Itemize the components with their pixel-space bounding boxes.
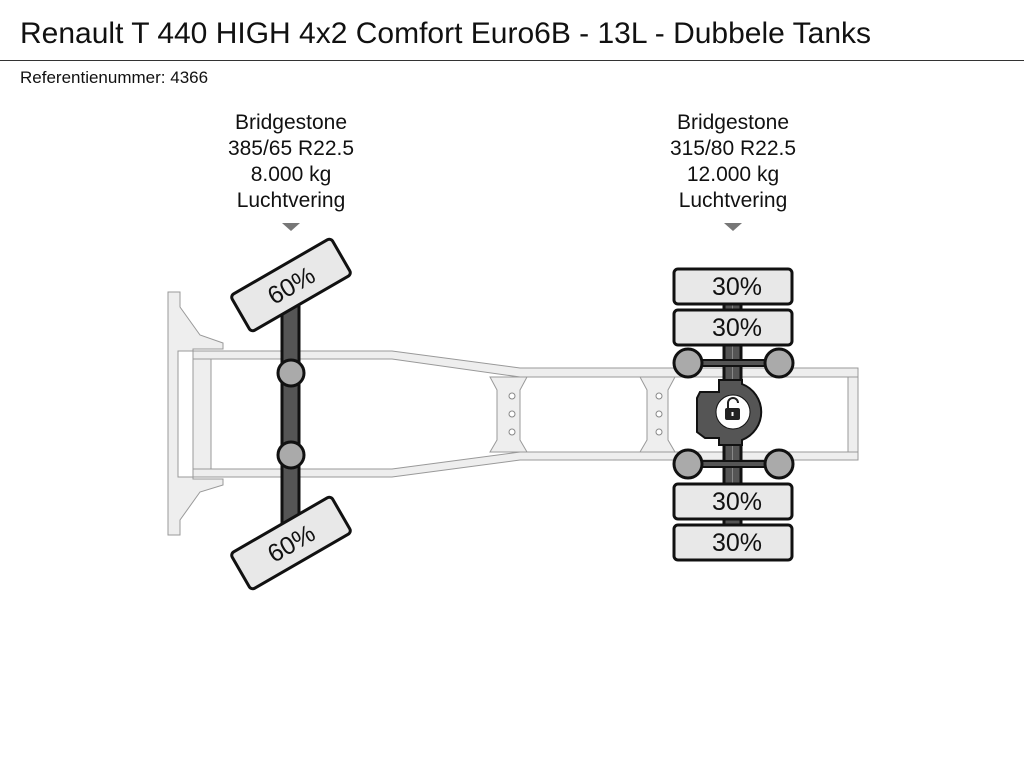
- rear-axle: 30% 30% 30% 30%: [672, 267, 795, 562]
- crossmember-1: [489, 376, 528, 453]
- title-divider: [0, 60, 1024, 61]
- rear-axle-brand: Bridgestone: [677, 111, 789, 134]
- rear-suspension-mount: [672, 347, 704, 379]
- front-axle-tire-size: 385/65 R22.5: [228, 137, 354, 160]
- differential-unlocked-icon: [715, 394, 751, 430]
- front-suspension-mount: [276, 440, 306, 470]
- front-axle-info: Bridgestone 385/65 R22.5 8.000 kg Luchtv…: [228, 111, 354, 231]
- rear-suspension-mount: [672, 448, 704, 480]
- reference-value: 4366: [170, 68, 209, 87]
- rear-suspension-mount: [763, 347, 795, 379]
- front-suspension-mount: [276, 358, 306, 388]
- tire-tread-percentage: 30%: [712, 314, 762, 342]
- front-axle: 60% 60%: [230, 237, 352, 591]
- tire-rear-right-outer[interactable]: 30%: [672, 523, 794, 562]
- front-plate: [192, 358, 212, 470]
- rear-suspension-mount: [763, 448, 795, 480]
- rear-axle-suspension: Luchtvering: [679, 189, 788, 212]
- front-axle-suspension: Luchtvering: [237, 189, 346, 212]
- tire-rear-right-inner[interactable]: 30%: [672, 482, 794, 521]
- tire-rear-left-outer[interactable]: 30%: [672, 267, 794, 306]
- tire-tread-percentage: 30%: [712, 488, 762, 516]
- rear-crossmember: [847, 376, 859, 453]
- front-axle-pointer-icon: [282, 223, 300, 231]
- front-axle-load: 8.000 kg: [251, 163, 332, 186]
- tire-rear-left-inner[interactable]: 30%: [672, 308, 794, 347]
- rear-axle-load: 12.000 kg: [687, 163, 779, 186]
- tire-tread-percentage: 30%: [712, 529, 762, 557]
- rear-axle-info: Bridgestone 315/80 R22.5 12.000 kg Lucht…: [670, 111, 796, 231]
- rear-axle-tire-size: 315/80 R22.5: [670, 137, 796, 160]
- reference-label: Referentienummer:: [20, 68, 166, 87]
- front-crossmember: [177, 350, 194, 478]
- front-axle-beam: [280, 298, 301, 527]
- rear-axle-pointer-icon: [724, 223, 742, 231]
- tire-tread-percentage: 30%: [712, 273, 762, 301]
- front-axle-brand: Bridgestone: [235, 111, 347, 134]
- page-title: Renault T 440 HIGH 4x2 Comfort Euro6B - …: [20, 17, 872, 50]
- reference-number: Referentienummer: 4366: [20, 68, 208, 88]
